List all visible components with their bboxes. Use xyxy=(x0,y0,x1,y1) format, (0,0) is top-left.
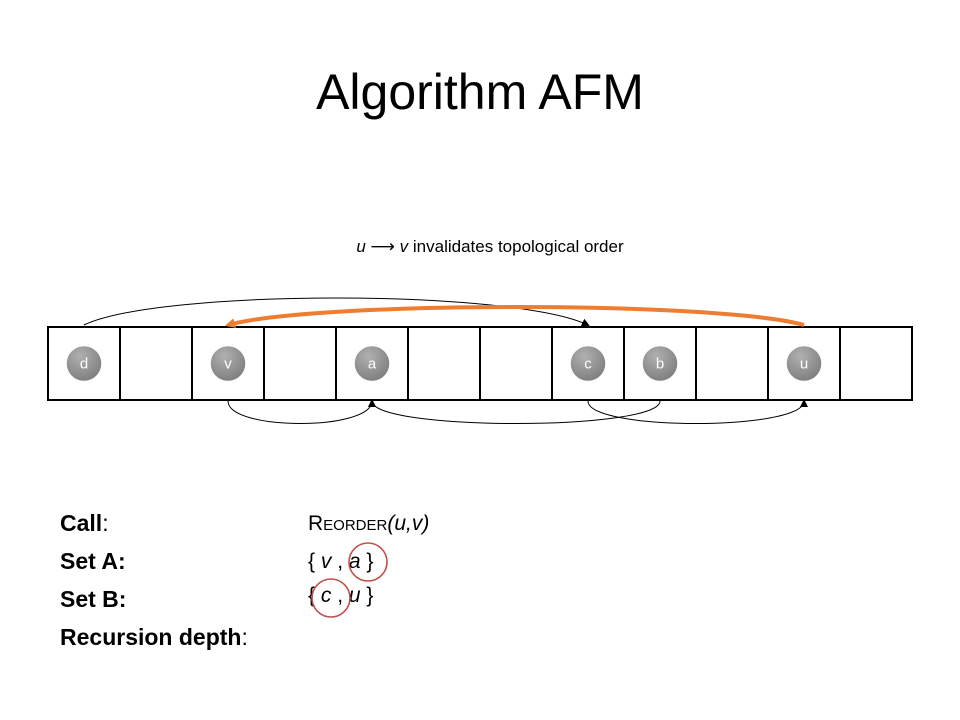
node-d: d xyxy=(65,344,103,383)
call-label: Call: xyxy=(60,510,109,536)
caption-from: u xyxy=(356,237,366,256)
node-circle xyxy=(569,344,607,383)
node-label: v xyxy=(224,356,232,373)
caption-text: invalidates topological order xyxy=(412,237,624,256)
node-u: u xyxy=(785,344,823,383)
node-circle xyxy=(353,344,391,383)
node-label: u xyxy=(800,356,808,373)
array-cell xyxy=(119,326,193,401)
caption-to: v xyxy=(399,237,409,256)
node-label: a xyxy=(368,356,377,373)
array-cell xyxy=(263,326,337,401)
call-name-initial: R xyxy=(308,512,324,535)
set-a-value: { v , a } xyxy=(308,550,374,573)
edge-v-to-a xyxy=(227,399,376,424)
node-label: b xyxy=(656,356,664,373)
set-a-item: v xyxy=(320,550,332,573)
edge-c-to-u xyxy=(587,399,808,424)
edge-b-to-a xyxy=(368,399,661,424)
call-args: (u,v) xyxy=(387,512,430,535)
invalid-edge-caption: u ⟶ v invalidates topological order xyxy=(300,236,680,258)
call-value: REORDER(u,v) xyxy=(308,509,429,541)
node-label: c xyxy=(584,356,592,373)
node-label: d xyxy=(80,356,88,373)
node-b: b xyxy=(641,344,679,383)
call-name-rest: EORDER xyxy=(323,517,388,534)
set-b-item: u xyxy=(348,584,361,607)
edge-d-to-c xyxy=(83,297,590,327)
node-circle xyxy=(641,344,679,383)
set-b-label: Set B: xyxy=(60,586,127,612)
node-v: v xyxy=(209,344,247,383)
array-cell xyxy=(839,326,913,401)
set-b-item: c xyxy=(320,584,332,607)
set-a-marker-circle xyxy=(348,542,388,582)
set-a-item: a xyxy=(348,550,361,573)
node-circle xyxy=(65,344,103,383)
node-a: a xyxy=(353,344,391,383)
node-circle xyxy=(209,344,247,383)
array-cell xyxy=(407,326,481,401)
set-b-marker-circle xyxy=(311,578,351,618)
node-c: c xyxy=(569,344,607,383)
right-arrow-icon: ⟶ xyxy=(370,237,395,256)
recursion-depth-label: Recursion depth: xyxy=(60,624,248,650)
edge-u-to-v xyxy=(225,305,805,328)
node-circle xyxy=(785,344,823,383)
slide-title: Algorithm AFM xyxy=(316,64,644,120)
set-a-label: Set A: xyxy=(60,548,126,574)
